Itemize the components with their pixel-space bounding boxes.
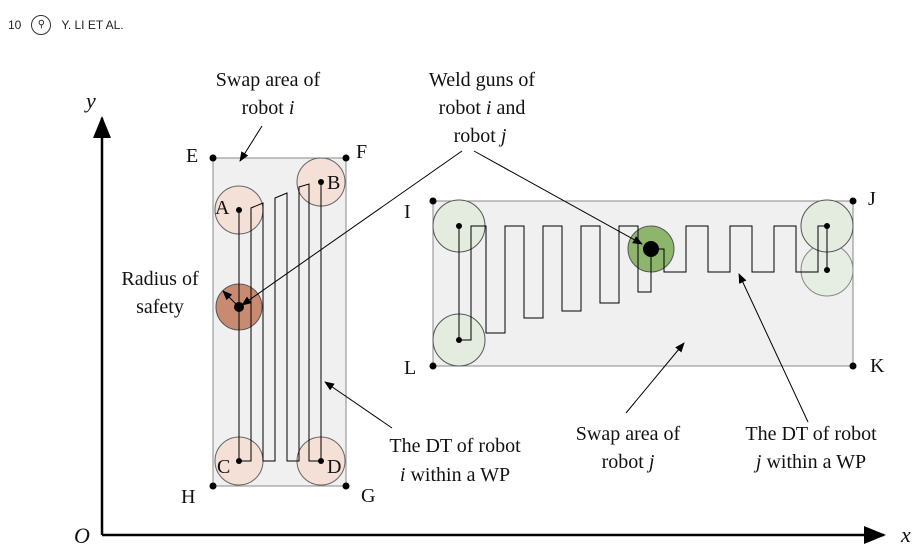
corner-i-dot [429, 197, 437, 205]
corner-e-dot [209, 154, 217, 162]
origin-label: O [74, 523, 90, 547]
point-j-center-dot [824, 223, 830, 229]
label-f: F [356, 141, 367, 163]
corner-j-dot [849, 197, 857, 205]
corner-h-dot [209, 482, 217, 490]
arrow-radius-of-safety [222, 290, 240, 308]
y-axis-label: y [84, 88, 96, 113]
dt-robot-i-label: The DT of robot [389, 435, 521, 457]
trajectory-robot-j [458, 225, 828, 341]
arrow-dt-robot-i [324, 381, 393, 429]
label-a: A [215, 197, 230, 219]
label-l: L [404, 357, 416, 379]
page-number: 10 [8, 18, 22, 32]
weld-guns-label-2: robot i and [439, 97, 526, 119]
dt-robot-i-label-2: i within a WP [400, 464, 510, 486]
corner-g-dot [342, 482, 350, 490]
label-h: H [181, 486, 195, 508]
label-i: I [404, 201, 411, 223]
point-j2-center-dot [824, 267, 830, 273]
radius-of-safety-label: Radius of [121, 268, 199, 290]
weld-gun-j-center [643, 241, 659, 257]
journal-logo-icon: ⚲ [31, 15, 52, 35]
weld-guns-label-3: robot j [454, 125, 507, 147]
point-l-center-dot [456, 337, 462, 343]
label-d: D [327, 456, 341, 478]
arrow-swap-area-j [625, 342, 685, 414]
point-c-dot [236, 458, 242, 464]
swap-area-j-label: Swap area of [576, 423, 681, 445]
point-i-center-dot [456, 223, 462, 229]
arrow-swap-area-i [239, 125, 263, 162]
label-e: E [186, 145, 198, 167]
page-header: 10 ⚲ Y. LI ET AL. [8, 14, 124, 36]
dt-robot-j-label-2: j within a WP [753, 451, 866, 473]
author-running-head: Y. LI ET AL. [61, 18, 124, 32]
point-b-dot [318, 179, 324, 185]
label-k: K [870, 355, 885, 377]
corner-l-dot [429, 362, 437, 370]
radius-of-safety-label-2: safety [136, 296, 184, 318]
label-c: C [217, 456, 230, 478]
corner-k-dot [849, 362, 857, 370]
swap-area-i-label: Swap area of [216, 69, 321, 91]
x-axis-label: x [900, 522, 911, 547]
label-g: G [361, 485, 375, 507]
trajectory-robot-i [238, 182, 322, 462]
label-j: J [868, 188, 876, 210]
swap-area-i-label-2: robot i [242, 97, 295, 119]
point-a-dot [236, 207, 242, 213]
label-b: B [327, 172, 340, 194]
arrow-dt-robot-j [738, 273, 809, 423]
weld-guns-label: Weld guns of [429, 69, 535, 91]
arrow-weld-gun-j [473, 150, 643, 245]
arrow-weld-gun-i [241, 150, 463, 306]
swap-area-j-label-2: robot j [602, 451, 655, 473]
corner-f-dot [342, 154, 350, 162]
point-d-dot [318, 458, 324, 464]
dt-robot-j-label: The DT of robot [745, 423, 877, 445]
